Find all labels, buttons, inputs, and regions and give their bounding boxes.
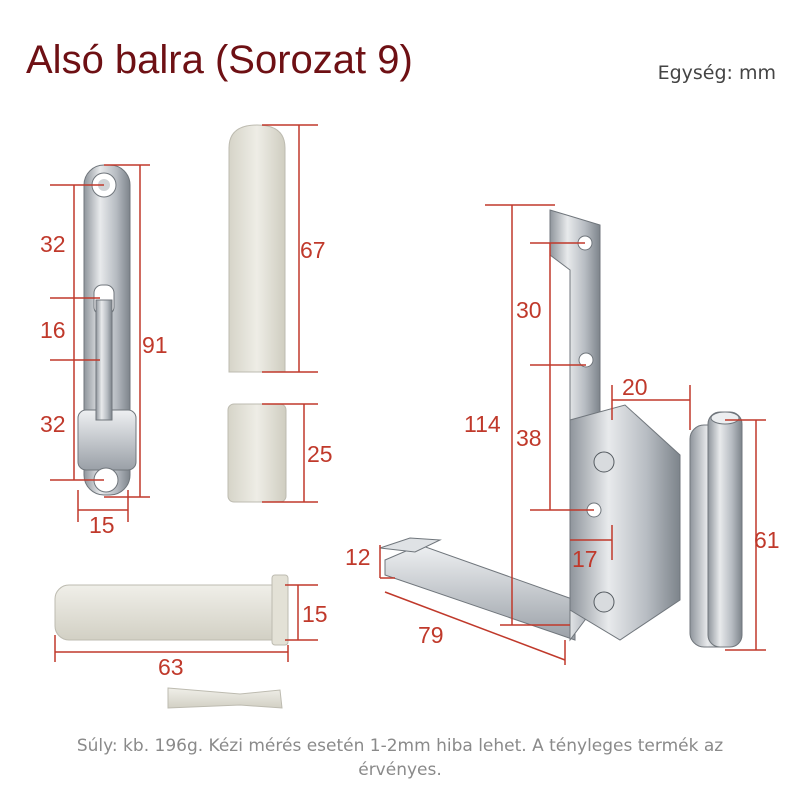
dim-sleeve-len: 63 bbox=[158, 654, 184, 680]
dim-cap-short: 25 bbox=[307, 441, 333, 467]
long-cap-dimensions bbox=[262, 124, 318, 373]
dim-bracket-height: 114 bbox=[464, 411, 501, 437]
dim-foot-length: 79 bbox=[418, 622, 444, 648]
hinge-dimensions bbox=[50, 164, 150, 522]
sleeve-dimensions bbox=[54, 584, 318, 662]
small-pin bbox=[167, 687, 283, 709]
dim-bracket-hole-mid: 38 bbox=[516, 425, 542, 451]
dim-bracket-hole-top: 30 bbox=[516, 297, 542, 323]
page-title: Alsó balra (Sorozat 9) bbox=[26, 38, 413, 82]
dim-bracket-plate: 17 bbox=[572, 546, 598, 572]
dim-cap-long: 67 bbox=[300, 237, 326, 263]
bracket-dimensions bbox=[379, 204, 766, 665]
short-cap-dimensions bbox=[262, 403, 318, 503]
sleeve bbox=[54, 574, 289, 646]
dim-hinge-total: 91 bbox=[142, 332, 168, 358]
dim-sleeve-dia: 15 bbox=[302, 601, 328, 627]
dim-hinge-top: 32 bbox=[40, 231, 66, 257]
dim-hinge-width: 15 bbox=[89, 512, 115, 538]
dim-knuckle-height: 61 bbox=[754, 527, 780, 553]
short-cap bbox=[227, 403, 287, 503]
dim-bracket-offset: 20 bbox=[622, 374, 648, 400]
corner-bracket bbox=[379, 209, 743, 648]
dim-hinge-mid: 16 bbox=[40, 317, 66, 343]
hinge-strap bbox=[77, 164, 137, 496]
unit-label: Egység: mm bbox=[657, 62, 776, 84]
long-cap bbox=[228, 124, 286, 373]
dim-hinge-bottom: 32 bbox=[40, 411, 66, 437]
dim-foot-height: 12 bbox=[345, 544, 371, 570]
weight-note: Súly: kb. 196g. Kézi mérés esetén 1-2mm … bbox=[76, 736, 724, 780]
